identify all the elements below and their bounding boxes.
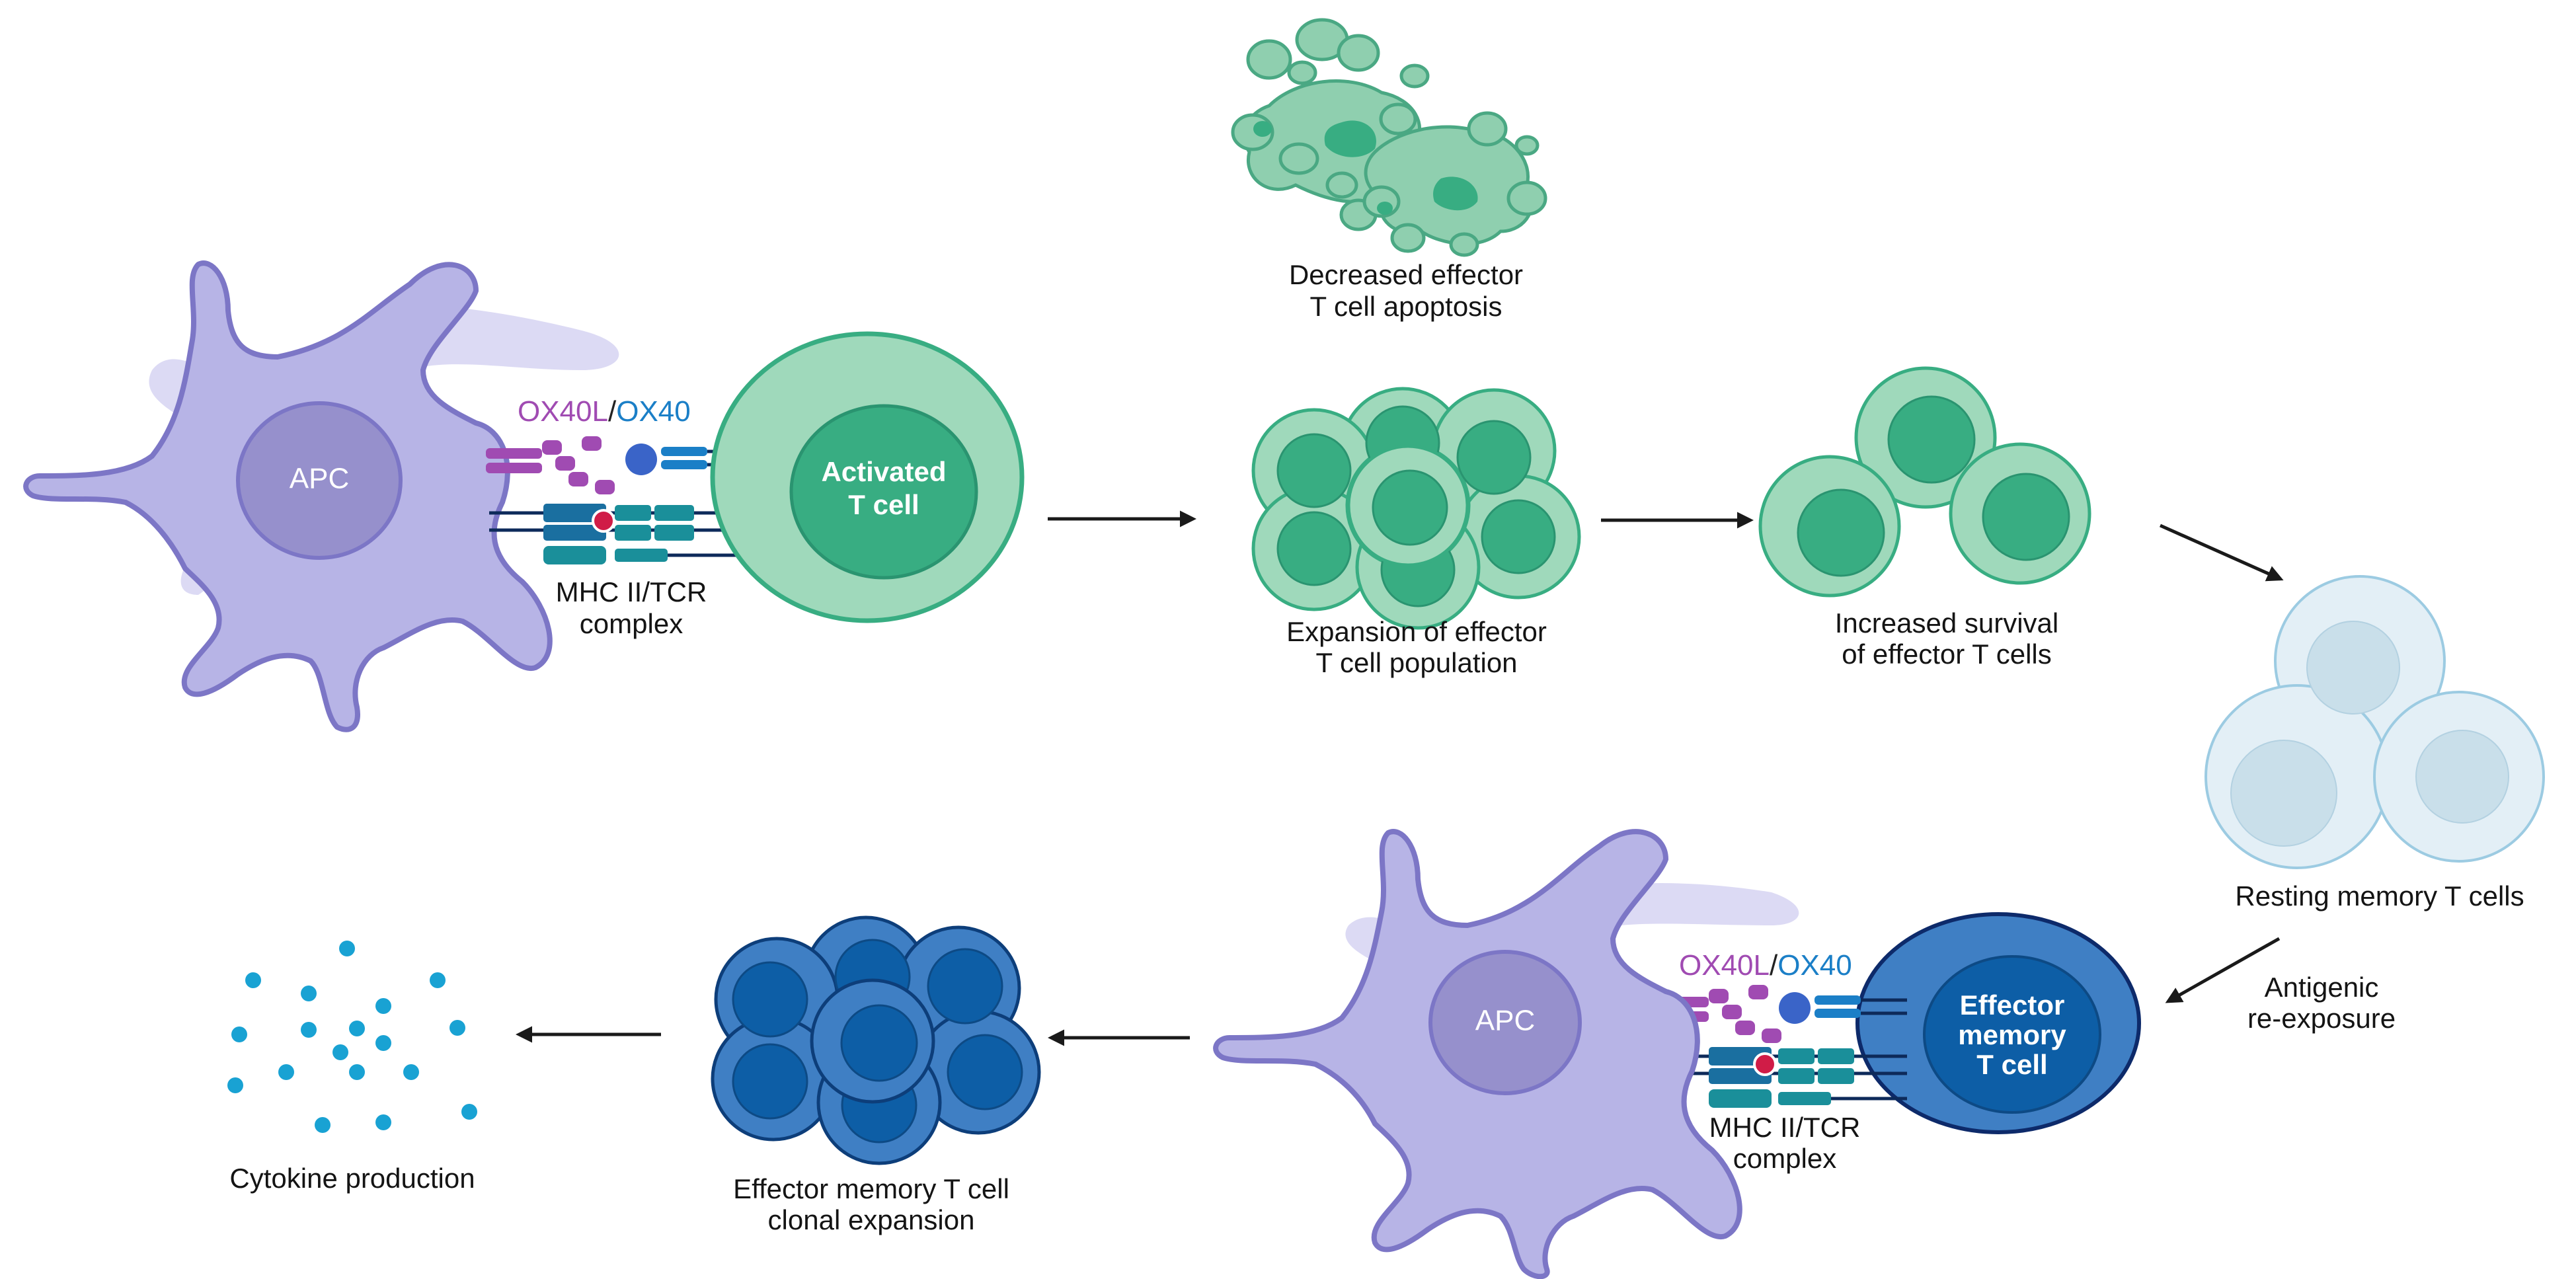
ox40-legend-top: OX40L/OX40 xyxy=(518,395,691,428)
ox40l-label-top: OX40L xyxy=(518,395,608,428)
apc-top-label: APC xyxy=(290,463,349,495)
mhc-bottom-line2: complex xyxy=(1733,1143,1836,1174)
effector-mem-line3: T cell xyxy=(1976,1049,2047,1080)
ox40-label-top: OX40 xyxy=(616,395,691,428)
surviving-effector-cells xyxy=(1758,366,2091,598)
expansion-cell-cluster xyxy=(1251,387,1581,630)
resting-label: Resting memory T cells xyxy=(2235,880,2524,911)
clonal-line1: Effector memory T cell xyxy=(733,1173,1009,1204)
apoptosis-line2: T cell apoptosis xyxy=(1309,291,1502,322)
cytokine-label: Cytokine production xyxy=(229,1163,475,1194)
ox40l-label-bottom: OX40L xyxy=(1679,949,1770,982)
cytokine-dots xyxy=(227,941,477,1133)
apoptotic-cells xyxy=(1231,18,1547,257)
survival-line2: of effector T cells xyxy=(1842,639,2052,670)
apc-top-nucleus xyxy=(236,401,403,560)
effector-memory-t-cell: Effector memory T cell xyxy=(1855,912,2141,1134)
mhc-top-line1: MHC II/TCR xyxy=(556,576,707,607)
ox40-receptor-top xyxy=(486,436,760,494)
apoptosis-line1: Decreased effector xyxy=(1289,259,1523,290)
arrow-survival-to-resting xyxy=(2159,523,2284,582)
mhc-top-line2: complex xyxy=(580,608,683,639)
activated-line2: T cell xyxy=(848,489,919,520)
activated-t-cell: Activated T cell xyxy=(710,331,1025,623)
slash-top: / xyxy=(608,395,617,428)
ox40-label-bottom: OX40 xyxy=(1777,949,1852,982)
reexposure-line1: Antigenic xyxy=(2265,972,2379,1003)
mhc-tcr-complex-bottom xyxy=(1656,1047,1907,1108)
mhc-bottom-line1: MHC II/TCR xyxy=(1709,1112,1861,1143)
expansion-line1: Expansion of effector xyxy=(1286,616,1547,647)
clonal-expansion-cluster xyxy=(711,915,1041,1165)
expansion-line2: T cell population xyxy=(1315,647,1517,678)
arrow-reexposure xyxy=(2165,937,2281,1003)
apc-top: APC xyxy=(23,260,619,732)
apc-bottom-label: APC xyxy=(1475,1005,1535,1037)
clonal-line2: clonal expansion xyxy=(768,1204,975,1235)
survival-line1: Increased survival xyxy=(1835,607,2058,639)
apc-bottom: APC xyxy=(1213,829,1799,1279)
effector-mem-line1: Effector xyxy=(1960,989,2065,1021)
reexposure-line2: re-exposure xyxy=(2247,1003,2396,1034)
ox40-legend-bottom: OX40L/OX40 xyxy=(1679,949,1852,982)
activated-line1: Activated xyxy=(821,456,946,487)
apc-bottom-nucleus xyxy=(1428,950,1582,1095)
slash-bottom: / xyxy=(1770,949,1778,982)
effector-mem-line2: memory xyxy=(1958,1019,2066,1050)
resting-memory-cells xyxy=(2205,575,2545,869)
